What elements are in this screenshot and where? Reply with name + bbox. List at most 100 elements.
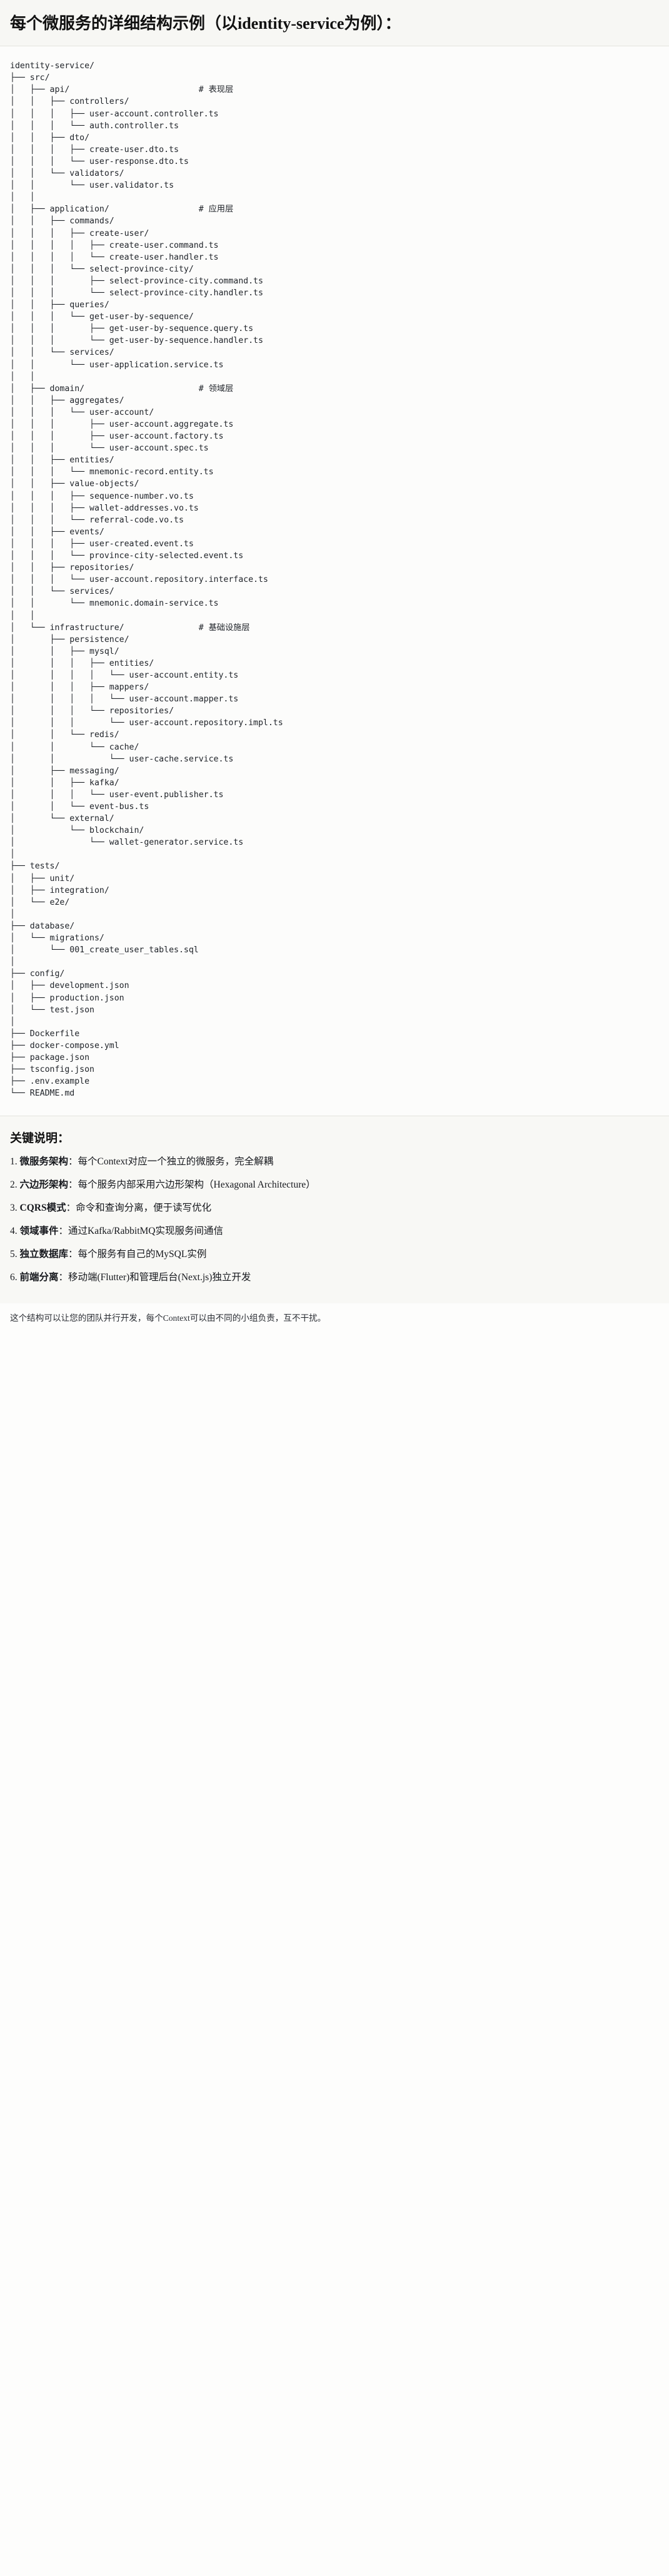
tree-line: │ (10, 850, 15, 860)
key-note-number: 3. (10, 1203, 20, 1214)
tree-line: ├── tsconfig.json (10, 1065, 94, 1075)
tree-line: │ │ └── mnemonic.domain-service.ts (10, 599, 219, 609)
tree-line: │ │ ├── aggregates/ (10, 395, 124, 405)
tree-line: │ │ │ └── get-user-by-sequence/ (10, 312, 194, 322)
key-note-lead: 领域事件 (19, 1226, 59, 1237)
tree-line: │ │ │ ├── create-user.dto.ts (10, 145, 179, 155)
footer-note: 这个结构可以让您的团队并行开发，每个Context可以由不同的小组负责，互不干扰… (0, 1303, 669, 1336)
key-note-number: 2. (10, 1179, 20, 1191)
tree-line: │ │ └── validators/ (10, 169, 124, 179)
tree-line: │ (10, 909, 15, 919)
tree-line: ├── Dockerfile (10, 1029, 80, 1039)
tree-line: │ (10, 957, 15, 967)
key-note-body: ：每个Context对应一个独立的微服务，完全解耦 (68, 1156, 274, 1168)
key-note-item: 6. 前端分离：移动端(Flutter)和管理后台(Next.js)独立开发 (10, 1270, 659, 1285)
tree-line: │ │ ├── kafka/ (10, 778, 119, 788)
tree-line: ├── config/ (10, 969, 65, 979)
tree-line: │ │ │ │ └── user-account.entity.ts (10, 670, 239, 680)
tree-line: │ │ │ └── select-province-city.handler.t… (10, 288, 263, 298)
key-notes-block: 关键说明： 1. 微服务架构：每个Context对应一个独立的微服务，完全解耦 2… (0, 1116, 669, 1304)
tree-line: └── README.md (10, 1089, 75, 1099)
tree-line: │ │ │ └── user-account.spec.ts (10, 444, 209, 454)
key-note-body: ：每个服务内部采用六边形架构（Hexagonal Architecture） (68, 1179, 316, 1191)
tree-line: │ │ │ └── get-user-by-sequence.handler.t… (10, 336, 263, 346)
key-note-body: ：通过Kafka/RabbitMQ实现服务间通信 (58, 1226, 223, 1237)
tree-line: │ │ └── user.validator.ts (10, 181, 174, 191)
tree-line: │ │ ├── commands/ (10, 216, 114, 227)
tree-line: │ └── external/ (10, 814, 114, 824)
tree-line: │ ├── messaging/ (10, 766, 119, 776)
tree-line: │ └── blockchain/ (10, 826, 144, 836)
tree-line: │ │ │ ├── entities/ (10, 658, 154, 668)
key-note-item: 5. 独立数据库：每个服务有自己的MySQL实例 (10, 1247, 659, 1262)
directory-tree-block: identity-service/ ├── src/ │ ├── api/ # … (0, 46, 669, 1116)
tree-line: │ │ │ └── mnemonic-record.entity.ts (10, 467, 214, 477)
tree-line: │ │ ├── dto/ (10, 133, 90, 143)
tree-line: identity-service/ (10, 61, 94, 71)
tree-line: │ ├── development.json (10, 981, 129, 991)
key-note-number: 4. (10, 1226, 20, 1237)
tree-line: │ (10, 1017, 15, 1027)
tree-line: │ │ │ ├── user-account.aggregate.ts (10, 420, 234, 429)
key-note-number: 1. (10, 1156, 20, 1168)
key-note-item: 2. 六边形架构：每个服务内部采用六边形架构（Hexagonal Archite… (10, 1178, 659, 1193)
tree-line: │ │ │ └── repositories/ (10, 706, 174, 716)
tree-line: ├── src/ (10, 73, 50, 83)
key-note-item: 3. CQRS模式：命令和查询分离，便于读写优化 (10, 1201, 659, 1216)
tree-line: │ └── 001_create_user_tables.sql (10, 945, 199, 955)
tree-line: │ │ └── services/ (10, 587, 114, 597)
key-note-number: 5. (10, 1249, 20, 1260)
tree-line: │ │ │ ├── get-user-by-sequence.query.ts (10, 324, 254, 334)
tree-line: │ │ ├── repositories/ (10, 563, 134, 573)
page-title: 每个微服务的详细结构示例（以identity-service为例）： (10, 14, 401, 33)
tree-line: │ │ │ │ ├── create-user.command.ts (10, 240, 219, 250)
tree-line: │ │ │ ├── select-province-city.command.t… (10, 276, 263, 286)
tree-line: │ │ │ └── user-response.dto.ts (10, 156, 189, 166)
key-note-lead: 前端分离 (19, 1272, 59, 1283)
tree-line: │ │ │ │ └── user-account.mapper.ts (10, 695, 239, 705)
tree-line: │ │ ├── events/ (10, 527, 104, 537)
tree-line: │ │ ├── queries/ (10, 300, 109, 310)
tree-line: │ │ │ ├── user-account.factory.ts (10, 432, 224, 442)
tree-line: │ ├── production.json (10, 993, 124, 1003)
tree-line: │ │ │ ├── create-user/ (10, 228, 149, 238)
tree-line: │ │ │ └── user-event.publisher.ts (10, 790, 224, 800)
key-note-lead: 微服务架构 (19, 1156, 69, 1168)
tree-line: │ │ ├── entities/ (10, 456, 114, 466)
key-note-lead: 六边形架构 (19, 1179, 69, 1191)
tree-line: ├── package.json (10, 1052, 90, 1062)
tree-line: ├── tests/ (10, 862, 60, 872)
tree-line: │ │ │ ├── sequence-number.vo.ts (10, 491, 194, 501)
tree-line: │ │ │ ├── wallet-addresses.vo.ts (10, 503, 199, 513)
tree-line: │ ├── application/ # 应用层 (10, 205, 234, 215)
tree-line: │ ├── persistence/ (10, 634, 129, 644)
tree-line: │ │ (10, 372, 35, 382)
key-note-number: 6. (10, 1272, 20, 1283)
document-header: 每个微服务的详细结构示例（以identity-service为例）： (0, 0, 669, 47)
tree-line: │ └── wallet-generator.service.ts (10, 838, 244, 848)
tree-line: │ │ │ ├── user-created.event.ts (10, 539, 194, 549)
tree-line: │ │ └── event-bus.ts (10, 802, 149, 812)
tree-line: │ │ ├── value-objects/ (10, 479, 139, 489)
key-notes-title: 关键说明： (10, 1132, 70, 1146)
tree-line: │ ├── unit/ (10, 873, 75, 883)
key-note-body: ：每个服务有自己的MySQL实例 (68, 1249, 207, 1260)
tree-line: │ │ └── user-cache.service.ts (10, 754, 234, 764)
key-note-body: ：命令和查询分离，便于读写优化 (66, 1203, 212, 1214)
tree-line: │ │ │ └── user-account.repository.impl.t… (10, 718, 283, 728)
tree-line: │ │ │ └── referral-code.vo.ts (10, 515, 184, 525)
directory-tree: identity-service/ ├── src/ │ ├── api/ # … (10, 60, 659, 1099)
tree-line: │ │ │ └── user-account.repository.interf… (10, 575, 268, 585)
key-note-lead: 独立数据库 (19, 1249, 69, 1260)
key-note-body: ：移动端(Flutter)和管理后台(Next.js)独立开发 (58, 1272, 251, 1283)
tree-line: │ ├── domain/ # 领域层 (10, 384, 234, 394)
tree-line: │ │ (10, 193, 35, 203)
tree-line: │ │ └── redis/ (10, 730, 119, 740)
tree-line: │ │ └── user-application.service.ts (10, 360, 224, 370)
tree-line: │ │ ├── controllers/ (10, 97, 129, 107)
tree-line: │ └── test.json (10, 1005, 94, 1015)
tree-line: │ │ │ └── auth.controller.ts (10, 121, 179, 131)
key-notes-list: 1. 微服务架构：每个Context对应一个独立的微服务，完全解耦 2. 六边形架… (10, 1154, 659, 1285)
tree-line: │ │ ├── mysql/ (10, 646, 119, 656)
